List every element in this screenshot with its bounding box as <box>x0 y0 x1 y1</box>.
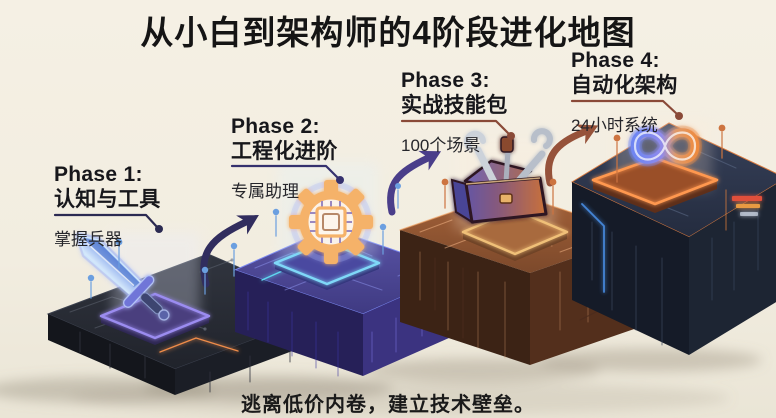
phase-1-rule <box>53 213 159 229</box>
phase-callout-lines <box>53 99 683 233</box>
phase-4-rule <box>570 99 679 116</box>
chip-bars <box>732 196 762 216</box>
sword-icon <box>75 232 170 321</box>
phase-1-name: 认知与工具 <box>54 188 161 211</box>
phase-3-cube <box>399 128 641 365</box>
ground-shadows <box>0 348 762 415</box>
phase-1-subtitle: 掌握兵器 <box>54 230 122 249</box>
bottom-caption: 逃离低价内卷，建立技术壁垒。 <box>241 394 535 416</box>
phase-3-label-block: Phase 3: 实战技能包 100个场景 <box>401 68 508 156</box>
phase-1-dot <box>155 225 163 233</box>
phase-3-subtitle: 100个场景 <box>401 136 481 155</box>
phase-2-label: Phase 2: <box>231 115 320 138</box>
phase-4-label: Phase 4: <box>571 49 660 72</box>
phase-4-dot <box>675 112 683 120</box>
phase-3-name: 实战技能包 <box>401 94 508 117</box>
phase-2-name: 工程化进阶 <box>231 140 338 163</box>
phase-1-label-block: Phase 1: 认知与工具 掌握兵器 <box>54 162 161 250</box>
phase-3-dot <box>507 132 515 140</box>
phase-4-cube <box>570 118 776 355</box>
phase-4-name: 自动化架构 <box>571 74 678 97</box>
gear-chip-icon <box>289 180 373 264</box>
arrow-phase2-to-phase3 <box>387 150 442 216</box>
infinity-icon <box>628 125 702 167</box>
phase-2-subtitle: 专属助理 <box>231 182 299 201</box>
page-title: 从小白到架构师的4阶段进化地图 <box>140 14 636 51</box>
phase-3-label: Phase 3: <box>401 69 490 92</box>
phase-2-rule <box>230 164 340 180</box>
phase-3-rule <box>400 119 511 136</box>
antenna-pins <box>87 124 726 299</box>
phase-2-label-block: Phase 2: 工程化进阶 专属助理 <box>231 114 338 202</box>
arrow-phase3-to-phase4 <box>545 124 599 187</box>
phase-1-label: Phase 1: <box>54 163 143 186</box>
phase-4-subtitle: 24小时系统 <box>571 116 658 135</box>
toolbox-icon <box>450 128 553 225</box>
phase-4-label-block: Phase 4: 自动化架构 24小时系统 <box>571 48 678 136</box>
phase-2-dot <box>336 176 344 184</box>
phase-4-pad <box>591 156 719 213</box>
